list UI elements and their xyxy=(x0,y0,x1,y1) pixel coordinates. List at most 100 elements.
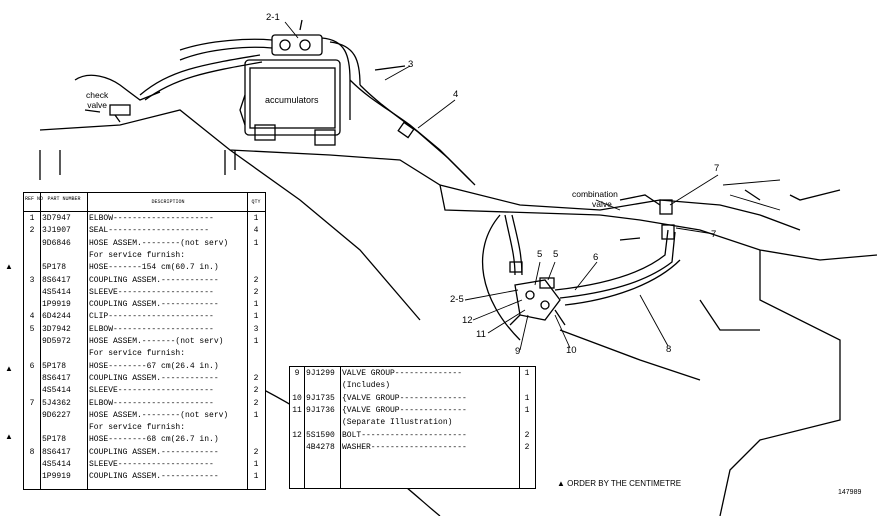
callout-2-1: 2-1 xyxy=(266,12,280,23)
part-description: SLEEVE-------------------- xyxy=(89,287,214,297)
table-row: 4S5414 SLEEVE--------------------2 xyxy=(24,287,265,299)
part-description: COUPLING ASSEM.------------ xyxy=(89,275,219,285)
table-row: 4B4278 WASHER-------------------- 2 xyxy=(290,442,535,454)
callout-7: 7 xyxy=(711,229,717,240)
table-row: For service furnish: xyxy=(24,422,265,434)
order-by-cm-marker: ▲ xyxy=(5,432,13,441)
table-row: 4S5414 SLEEVE-------------------- 1 xyxy=(24,459,265,471)
part-number: 4S5414 xyxy=(42,386,71,396)
part-quantity: 1 xyxy=(524,393,530,403)
part-description: HOSE ASSEM.--------(not serv) xyxy=(89,410,229,420)
part-number: 4B4278 xyxy=(306,442,335,452)
part-description: COUPLING ASSEM.------------ xyxy=(89,373,219,383)
ref-number: 5 xyxy=(29,324,35,334)
part-number: 1P9919 xyxy=(42,472,71,482)
part-number: 8S6417 xyxy=(42,373,71,383)
part-description: SLEEVE-------------------- xyxy=(89,460,214,469)
header-qty: QTY xyxy=(251,199,261,205)
part-quantity: 2 xyxy=(253,373,259,383)
ref-number: 10 xyxy=(292,393,302,403)
callout-9: 9 xyxy=(515,346,521,357)
header-ref: REF NO xyxy=(25,196,44,202)
callout-8: 8 xyxy=(666,344,672,355)
part-description: CLIP---------------------- xyxy=(89,312,214,322)
parts-table: REF NO PART NUMBER DESCRIPTION QTY 1 3D79… xyxy=(23,192,266,490)
hose-lines-lower xyxy=(504,194,681,306)
ref-number: 7 xyxy=(29,398,35,408)
part-quantity: 1 xyxy=(524,369,530,378)
ref-number: 2 xyxy=(29,226,35,236)
parts-table-header: REF NO PART NUMBER DESCRIPTION QTY xyxy=(24,193,265,212)
table-row: (Separate Illustration) xyxy=(290,417,535,429)
part-number: 1P9919 xyxy=(42,300,71,310)
part-number: 5J4362 xyxy=(42,398,71,408)
part-number: 8S6417 xyxy=(42,275,71,285)
part-description: {VALVE GROUP-------------- xyxy=(342,405,467,415)
part-number: 9J1735 xyxy=(306,393,335,403)
callout-3: 3 xyxy=(408,59,414,70)
part-description: COUPLING ASSEM.------------ xyxy=(89,300,219,310)
part-number: 4S5414 xyxy=(42,287,71,297)
part-quantity: 1 xyxy=(253,472,259,482)
part-quantity: 2 xyxy=(253,398,259,408)
part-quantity: 1 xyxy=(253,238,259,248)
part-number: 3D7947 xyxy=(42,214,71,223)
order-by-cm-marker: ▲ xyxy=(5,364,13,373)
callout-11: 11 xyxy=(476,329,486,340)
order-by-centimetre-note: ▲ ORDER BY THE CENTIMETRE xyxy=(557,479,682,488)
table-row: (Includes) xyxy=(290,380,535,392)
part-quantity: 2 xyxy=(253,447,259,457)
part-quantity: 1 xyxy=(253,214,259,223)
part-description: (Includes) xyxy=(342,381,391,391)
callout-10: 10 xyxy=(566,345,577,356)
callout-6: 6 xyxy=(593,252,599,263)
part-quantity: 1 xyxy=(524,405,530,415)
table-row: 8S6417 COUPLING ASSEM.------------ 2 xyxy=(24,373,265,385)
part-number: 4S5414 xyxy=(42,460,71,469)
ref-number: 3 xyxy=(29,275,35,285)
part-description: For service furnish: xyxy=(89,349,186,359)
part-quantity: 2 xyxy=(253,275,259,285)
part-number: 3J1907 xyxy=(42,226,71,236)
hose-3-drawing xyxy=(349,65,476,186)
part-description: HOSE ASSEM.--------(not serv) xyxy=(89,238,229,248)
part-description: WASHER-------------------- xyxy=(342,442,467,452)
part-description: ELBOW--------------------- xyxy=(89,398,214,408)
table-row: 5P178 HOSE-------154 cm(60.7 in.) xyxy=(24,262,265,274)
ref-number: 11 xyxy=(292,405,302,415)
part-quantity: 1 xyxy=(253,460,259,469)
part-number: 5P178 xyxy=(42,361,67,371)
part-number: 5P178 xyxy=(42,263,67,273)
ref-number: 6 xyxy=(29,361,35,371)
part-description: SLEEVE-------------------- xyxy=(89,386,214,396)
table-row: For service furnish: xyxy=(24,348,265,360)
part-quantity: 2 xyxy=(524,442,530,452)
part-number: 5P178 xyxy=(42,435,67,445)
part-description: SEAL--------------------- xyxy=(89,226,210,236)
ref-number: 12 xyxy=(292,430,302,440)
table-row: 5P178 HOSE--------68 cm(26.7 in.) xyxy=(24,434,265,446)
header-part: PART NUMBER xyxy=(47,196,81,202)
table-row: 4S5414 SLEEVE--------------------2 xyxy=(24,385,265,397)
callout-12: 12 xyxy=(462,315,473,326)
valve-group-drawing xyxy=(509,277,566,326)
part-description: ELBOW--------------------- xyxy=(89,324,214,334)
ref-number: 1 xyxy=(29,214,35,223)
part-quantity: 1 xyxy=(253,312,259,322)
part-description: COUPLING ASSEM.------------ xyxy=(89,472,219,482)
part-quantity: 1 xyxy=(253,337,259,346)
part-quantity: 1 xyxy=(253,300,259,310)
